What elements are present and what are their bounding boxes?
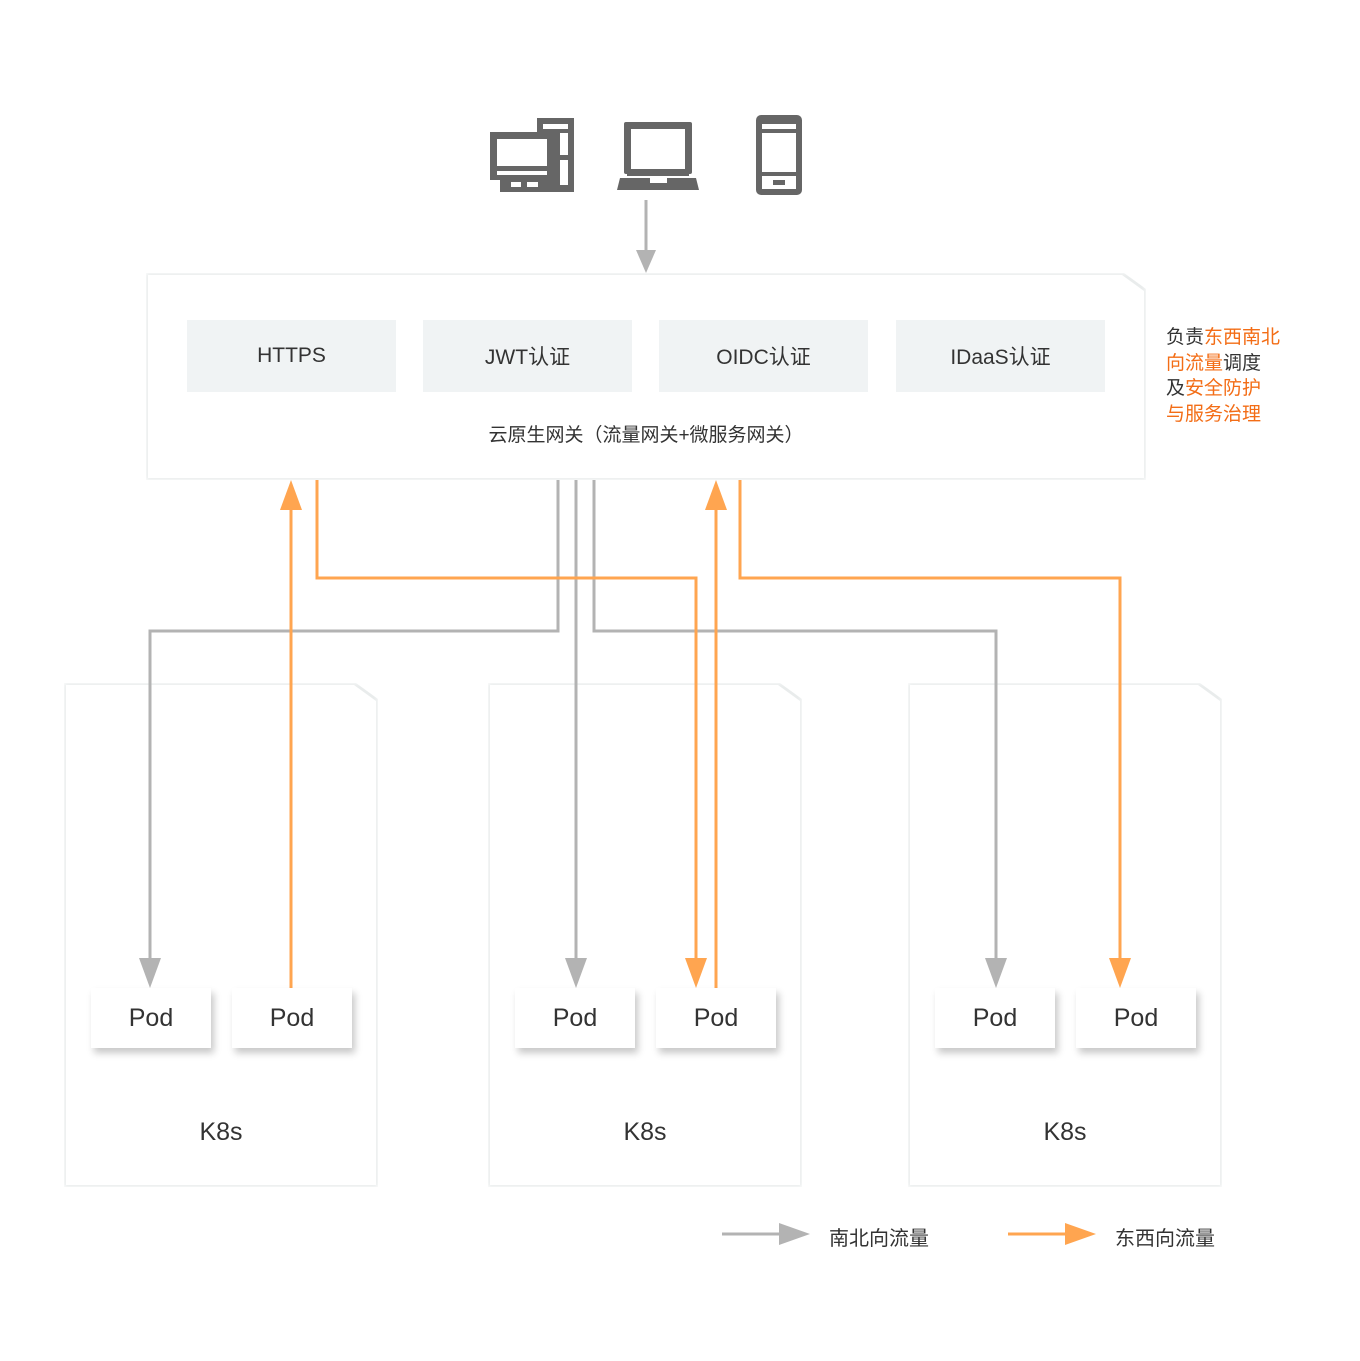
pod: Pod (515, 988, 635, 1048)
desktop-computer-icon (490, 118, 574, 192)
north-south-flow-1 (139, 480, 560, 988)
pod: Pod (935, 988, 1055, 1048)
note-highlight-text: 东西南北 (1204, 327, 1281, 348)
mobile-phone-icon (756, 115, 802, 195)
feature-label: JWT认证 (484, 346, 571, 369)
feature-oidc-auth: OIDC认证 (659, 320, 868, 392)
gateway-description-note: 负责东西南北 向流量调度 及安全防护 与服务治理 (1166, 325, 1306, 427)
feature-label: HTTPS (257, 344, 326, 367)
east-west-flow-3 (705, 480, 727, 988)
note-text: 调度 (1223, 352, 1262, 374)
legend-north-south-arrow (722, 1223, 810, 1245)
pod: Pod (1076, 988, 1196, 1048)
legend-north-south-label: 南北向流量 (829, 1228, 929, 1250)
pod: Pod (232, 988, 352, 1048)
note-highlight-text: 安全防护 (1185, 378, 1262, 399)
note-highlight-text: 与服务治理 (1166, 403, 1262, 425)
feature-jwt-auth: JWT认证 (423, 320, 632, 392)
gateway-label: 云原生网关（流量网关+微服务网关） (488, 425, 804, 446)
note-highlight-text: 向流量 (1166, 352, 1224, 374)
east-west-flow-1 (280, 480, 302, 988)
pod-label: Pod (1113, 1003, 1159, 1032)
note-line: 向流量调度 (1166, 351, 1306, 377)
north-south-flow-3 (592, 480, 1007, 988)
legend-east-west-arrow (1008, 1223, 1096, 1245)
east-west-flow-4 (738, 480, 1131, 988)
feature-label: IDaaS认证 (950, 346, 1051, 369)
note-line: 及安全防护 (1166, 376, 1306, 402)
pod-label: Pod (972, 1003, 1018, 1032)
feature-https: HTTPS (187, 320, 396, 392)
note-text: 及 (1166, 378, 1186, 399)
note-line: 与服务治理 (1166, 402, 1306, 428)
pod-label: Pod (269, 1003, 315, 1032)
feature-label: OIDC认证 (716, 346, 811, 369)
pod-label: Pod (552, 1003, 598, 1032)
north-south-flow-2 (565, 480, 587, 988)
pod: Pod (91, 988, 211, 1048)
feature-idaas-auth: IDaaS认证 (896, 320, 1105, 392)
laptop-icon (617, 122, 699, 190)
cluster-label: K8s (199, 1118, 243, 1146)
pod-label: Pod (128, 1003, 174, 1032)
k8s-cluster-1 (66, 685, 376, 1185)
pod-label: Pod (693, 1003, 739, 1032)
note-line: 负责东西南北 (1166, 325, 1306, 351)
east-west-flow-2 (315, 480, 707, 988)
k8s-cluster-3 (910, 685, 1220, 1185)
note-text: 负责 (1166, 327, 1205, 348)
pod: Pod (656, 988, 776, 1048)
client-to-gateway-arrow (636, 200, 656, 273)
cluster-label: K8s (1043, 1118, 1087, 1146)
cluster-label: K8s (623, 1118, 667, 1146)
k8s-cluster-2 (490, 685, 800, 1185)
legend-east-west-label: 东西向流量 (1115, 1228, 1215, 1250)
